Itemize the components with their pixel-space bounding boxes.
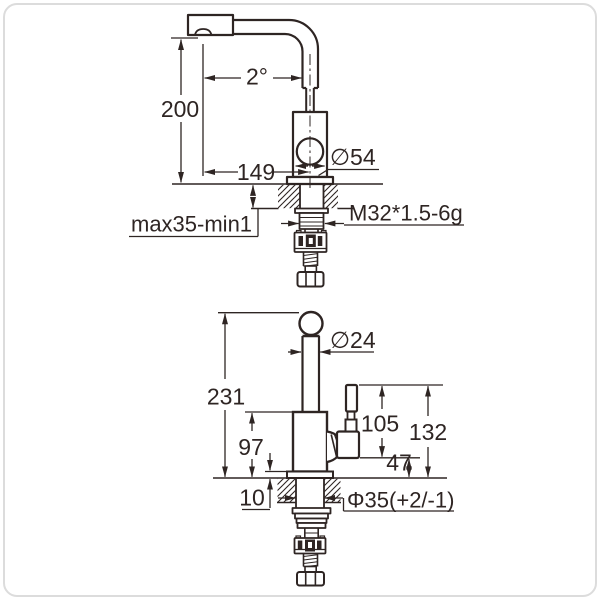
ball-top — [298, 310, 324, 337]
page-frame — [3, 3, 597, 597]
dim-label-105: 105 — [361, 411, 399, 437]
dim-label-132: 132 — [409, 419, 447, 445]
riser-pipe — [298, 310, 324, 412]
hex-nut-2 — [296, 571, 325, 587]
dim-label-thread: M32*1.5-6g — [349, 201, 463, 226]
dim-label-mount-range: max35-min1 — [131, 212, 252, 237]
dim-label-200: 200 — [161, 96, 199, 122]
dim-label-dia24: ∅24 — [330, 327, 376, 353]
dimensions-bottom: 231 ∅24 97 10 105 47 — [207, 312, 454, 513]
thread-collar — [298, 212, 325, 230]
deck-hatch-left-2 — [277, 478, 296, 503]
deck-hatch-left — [278, 184, 300, 209]
deck-hatch-right-2 — [324, 478, 341, 503]
spout-pipe — [233, 18, 320, 112]
dim-label-97: 97 — [238, 434, 264, 460]
dim-label-dia54: ∅54 — [330, 144, 376, 170]
mounting-hardware-bottom — [291, 507, 332, 587]
valve-body-bottom — [286, 383, 361, 479]
hex-nut — [296, 271, 325, 288]
spout-head — [186, 13, 235, 37]
handle-lever — [344, 383, 359, 413]
base-flange-bottom — [286, 470, 334, 479]
dim-label-angle: 2° — [246, 64, 268, 90]
dim-label-hole-diameter: Φ35(+2/-1) — [347, 488, 454, 513]
mounting-hardware-top — [293, 207, 329, 288]
aerator-dome — [194, 28, 213, 36]
deck-hatch-right — [323, 184, 338, 209]
top-view: 200 2° 149 ∅54 max35-min1 M32*1.5-6g — [129, 13, 464, 288]
bottom-view: 231 ∅24 97 10 105 47 — [207, 310, 454, 587]
dim-label-231: 231 — [207, 384, 245, 410]
dim-label-10: 10 — [239, 485, 265, 511]
dim-label-149: 149 — [237, 159, 275, 185]
dimensions-top: 200 2° 149 ∅54 max35-min1 M32*1.5-6g — [129, 37, 464, 238]
dim-label-47: 47 — [386, 450, 412, 476]
handle-base — [335, 430, 361, 460]
deck-section-top — [172, 183, 383, 210]
